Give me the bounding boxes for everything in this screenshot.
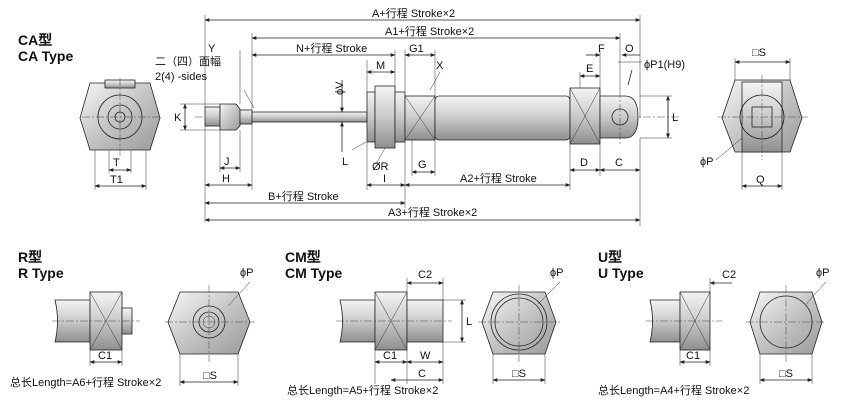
side-note-en: 2(4) -sides [155, 71, 207, 83]
dim-o: O [625, 43, 634, 55]
total-length-r: 总长Length=A6+行程 Stroke×2 [10, 375, 161, 389]
ca-type-title-cn: CA型 [18, 32, 52, 48]
dim-l-nut: L [342, 156, 348, 168]
dim-c1-u: C1 [686, 350, 700, 362]
ca-top-dimensions [180, 15, 672, 152]
dim-phi-p-u: ϕP [816, 267, 830, 279]
cm-side-view [336, 278, 466, 384]
dim-e: E [586, 63, 593, 75]
dim-l-clevis: L [672, 112, 678, 124]
dim-i: I [383, 173, 386, 185]
dim-c: C [615, 157, 623, 169]
dim-w: W [420, 350, 431, 362]
dim-h: H [222, 173, 230, 185]
dim-x: X [436, 60, 444, 72]
dim-c2-cm: C2 [418, 269, 432, 281]
dim-a3: A3+行程 Stroke×2 [388, 206, 477, 219]
dim-y: Y [208, 43, 216, 55]
r-side-view [52, 291, 140, 366]
u-type-title-cn: U型 [598, 249, 622, 265]
dim-m: M [376, 60, 385, 72]
r-type-title-cn: R型 [18, 249, 42, 265]
side-note-cn: 二（四）面幅 [155, 55, 221, 68]
dim-c1-r: C1 [98, 350, 112, 362]
ca-rod-end-view [79, 78, 161, 190]
r-end-view [165, 281, 255, 386]
dim-g1: G1 [409, 43, 424, 55]
dim-l-cm: L [466, 316, 472, 328]
dim-t: T [113, 157, 120, 169]
dim-phi-r: ØR [372, 161, 389, 173]
dim-b: B+行程 Stroke [268, 190, 339, 203]
ca-type-title-en: CA Type [18, 48, 73, 64]
r-type-title-en: R Type [18, 265, 64, 281]
dim-q: Q [756, 174, 765, 186]
total-length-u: 总长Length=A4+行程 Stroke×2 [598, 383, 749, 397]
dim-sq-s-u: □S [779, 368, 793, 380]
dim-sq-s-ca: □S [752, 47, 766, 59]
dim-n: N+行程 Stroke [296, 42, 367, 55]
ca-rear-end-view [715, 58, 808, 190]
dim-phi-v: ϕV [334, 81, 346, 95]
ca-cylinder-side-view [195, 85, 680, 149]
dim-f: F [598, 43, 605, 55]
u-side-view [646, 278, 732, 366]
dim-sq-s-r: □S [203, 370, 217, 382]
dim-a1: A1+行程 Stroke×2 [385, 25, 474, 38]
total-length-cm: 总长Length=A5+行程 Stroke×2 [287, 383, 438, 397]
dim-a2: A2+行程 Stroke [460, 172, 537, 185]
dim-sq-s-cm: □S [512, 368, 526, 380]
dim-phi-p1: ϕP1(H9) [644, 59, 685, 71]
cm-type-title-en: CM Type [285, 265, 343, 281]
dim-c2-u: C2 [722, 269, 736, 281]
dim-phi-p-r: ϕP [240, 267, 254, 279]
dim-c-cm: C [418, 368, 426, 380]
cm-end-view [478, 281, 561, 384]
dim-a: A+行程 Stroke×2 [372, 7, 455, 20]
ca-bottom-dimensions [204, 124, 641, 226]
dim-phi-p-ca: ϕP [700, 156, 714, 168]
dim-d: D [580, 157, 588, 169]
dim-k: K [174, 112, 182, 124]
u-end-view [746, 281, 827, 384]
dim-j: J [224, 156, 230, 168]
dim-t1: T1 [110, 174, 123, 186]
cm-type-title-cn: CM型 [285, 249, 321, 265]
u-type-title-en: U Type [598, 265, 644, 281]
dim-c1-cm: C1 [383, 350, 397, 362]
dim-g: G [418, 159, 427, 171]
dim-phi-p-cm: ϕP [550, 267, 564, 279]
